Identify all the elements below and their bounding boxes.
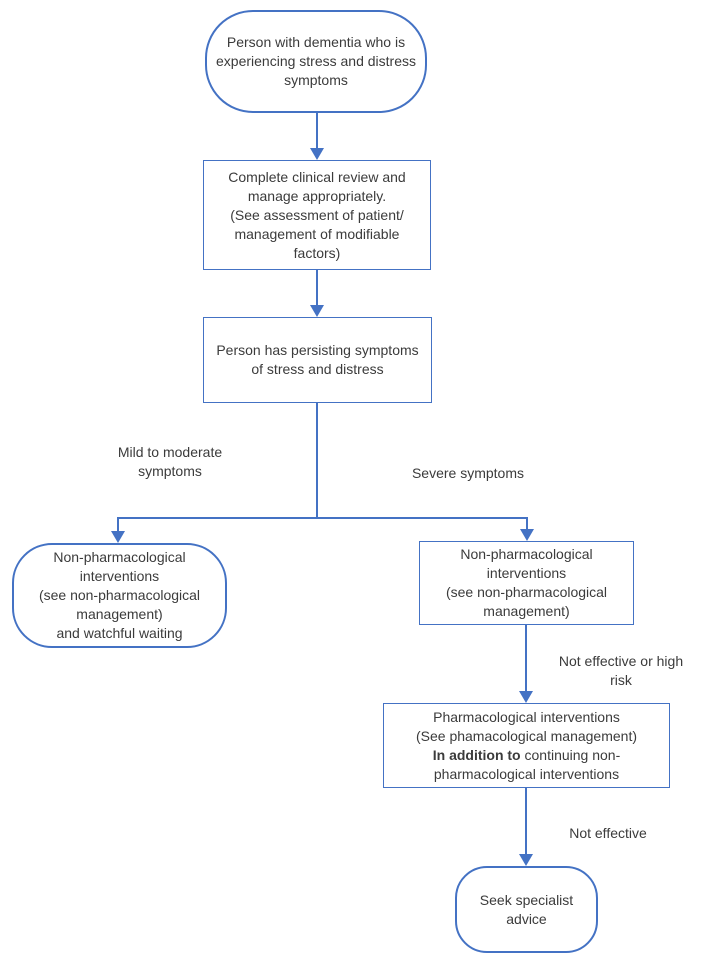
arrow-down-icon <box>519 691 533 703</box>
severe-branch-label: Severe symptoms <box>411 465 525 481</box>
start-node: Person with dementia who is experiencing… <box>205 10 427 113</box>
pharma-line-3-bold: In addition to <box>432 746 521 763</box>
pharma-line-4: pharmacological interventions <box>433 765 620 782</box>
not-effective-high-risk-label: Not effective or high risk <box>558 653 684 688</box>
arrow-down-icon <box>111 531 125 543</box>
pharmacological-interventions-box: Pharmacological interventions (See phama… <box>383 703 670 788</box>
persisting-symptoms-box: Person has persisting symptoms of stress… <box>203 317 432 403</box>
seek-specialist-advice-node: Seek specialist advice <box>455 866 598 953</box>
arrow-down-icon <box>310 148 324 160</box>
pharmacological-text: Pharmacological interventions (See phama… <box>416 708 637 784</box>
pharma-line-1: Pharmacological interventions <box>433 708 620 725</box>
arrow-down-icon <box>310 305 324 317</box>
arrow-down-icon <box>519 854 533 866</box>
clinical-review-box: Complete clinical review and manage appr… <box>203 160 431 270</box>
pharma-line-2: (See phamacological management) <box>415 727 637 744</box>
non-pharmacological-mild-node: Non-pharmacological interventions (see n… <box>12 543 227 648</box>
arrow-down-icon <box>520 529 534 541</box>
pharma-line-3: In addition to continuing non- <box>416 746 637 765</box>
mild-branch-label: Mild to moderate symptoms <box>117 444 223 479</box>
pharma-line-3-rest: continuing non- <box>520 746 621 763</box>
not-effective-label: Not effective <box>569 825 647 841</box>
non-pharmacological-severe-box: Non-pharmacological interventions (see n… <box>419 541 634 625</box>
